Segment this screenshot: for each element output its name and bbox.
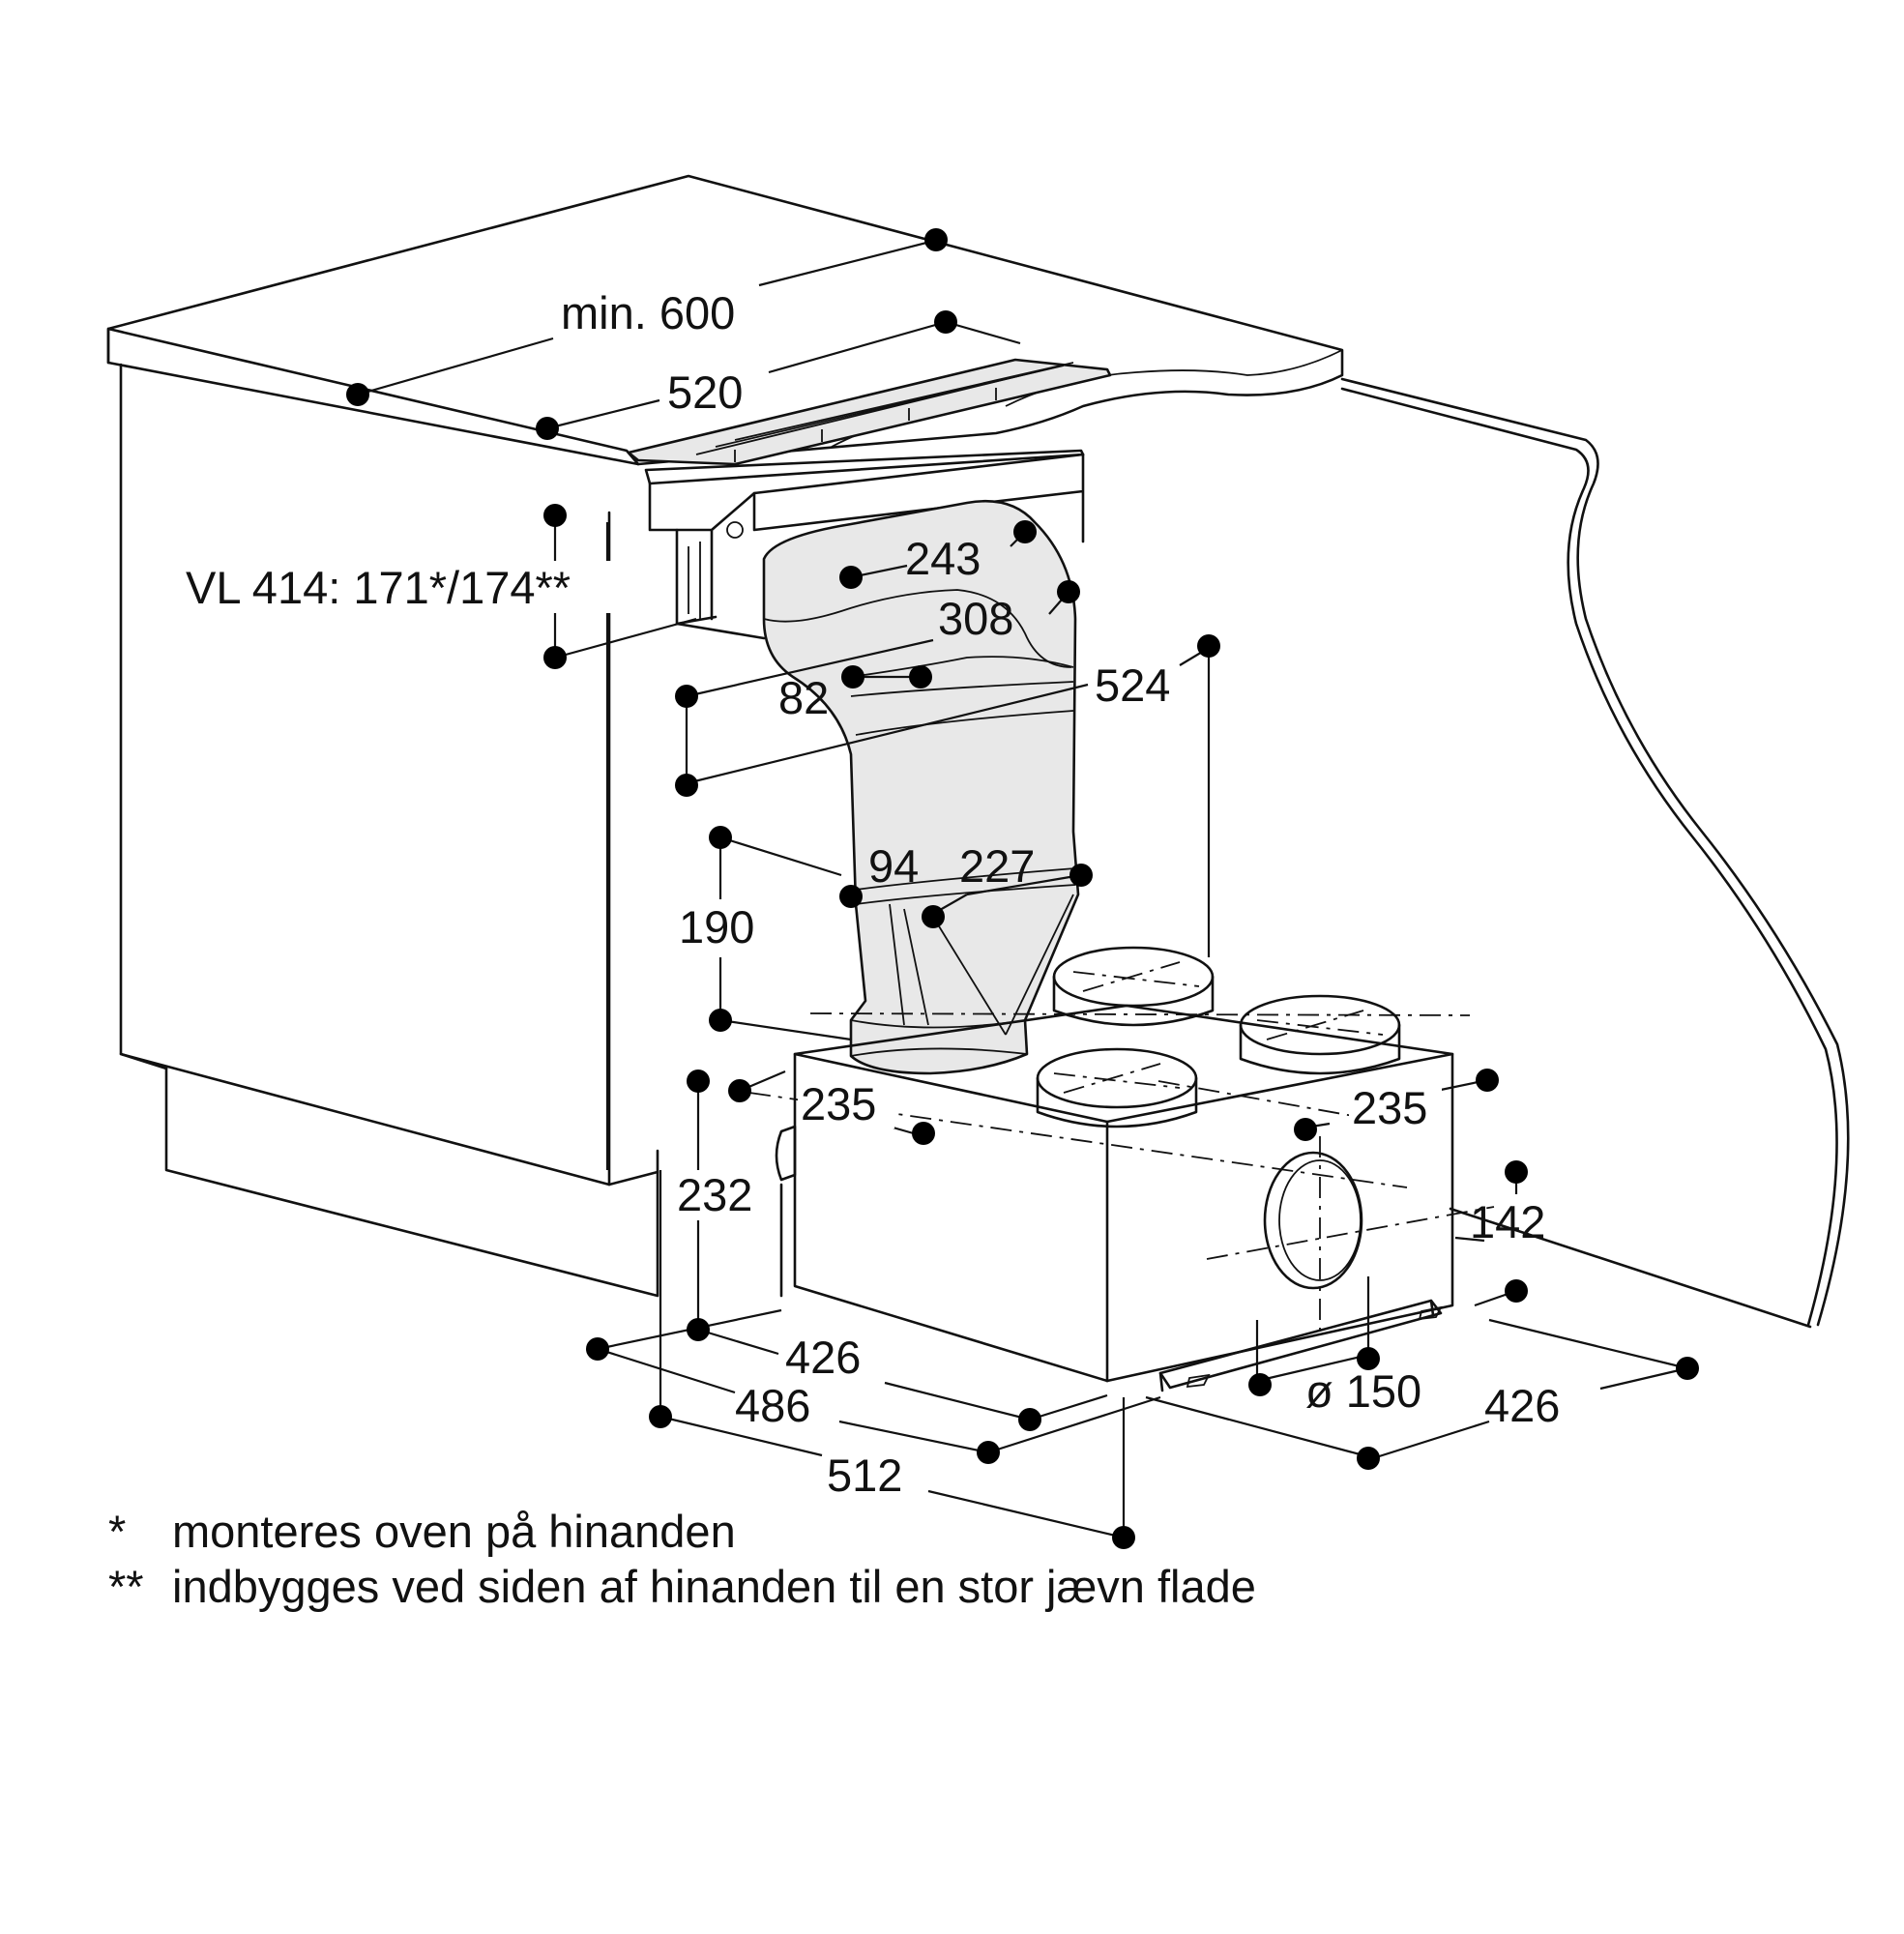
footnotes: * monteres oven på hinanden ** indbygges v… [108, 1504, 1256, 1614]
dim-227: 227 [959, 840, 1035, 892]
dim-190: 190 [679, 901, 754, 952]
dim-diameter-150: ø 150 [1305, 1365, 1421, 1417]
dim-235-left: 235 [801, 1078, 876, 1129]
dimension-labels: min. 600 520 VL 414: 171*/174** 243 308 … [182, 287, 1560, 1501]
footnote-text: indbygges ved siden af hinanden til en s… [172, 1561, 1256, 1612]
dim-vl414: VL 414: 171*/174** [186, 562, 571, 613]
dim-142: 142 [1470, 1196, 1545, 1247]
duct [762, 499, 1080, 1075]
filter-box [775, 946, 1454, 1392]
footnote-mark: ** [108, 1561, 144, 1612]
dim-520: 520 [667, 366, 743, 418]
downdraft-unit [627, 358, 1112, 640]
dim-426-right: 426 [1484, 1380, 1560, 1431]
dim-82: 82 [778, 672, 829, 723]
dimension-dots [346, 228, 1699, 1549]
dim-524: 524 [1095, 659, 1170, 711]
dim-308: 308 [938, 593, 1013, 644]
dim-94: 94 [868, 840, 919, 892]
dim-232: 232 [677, 1169, 752, 1220]
dim-235-right: 235 [1352, 1082, 1427, 1133]
footnote-text: monteres oven på hinanden [172, 1506, 736, 1557]
dim-426-left: 426 [785, 1332, 861, 1383]
footnote-mark: * [108, 1506, 127, 1557]
dim-min-600: min. 600 [561, 287, 735, 338]
dim-243: 243 [905, 533, 981, 584]
footnote-1: * monteres oven på hinanden [108, 1504, 1256, 1559]
footnote-2: ** indbygges ved siden af hinanden til en… [108, 1559, 1256, 1614]
cabinet [119, 363, 659, 1298]
side-panel [1340, 377, 1850, 1329]
dim-512: 512 [827, 1450, 902, 1501]
dim-486: 486 [735, 1380, 810, 1431]
